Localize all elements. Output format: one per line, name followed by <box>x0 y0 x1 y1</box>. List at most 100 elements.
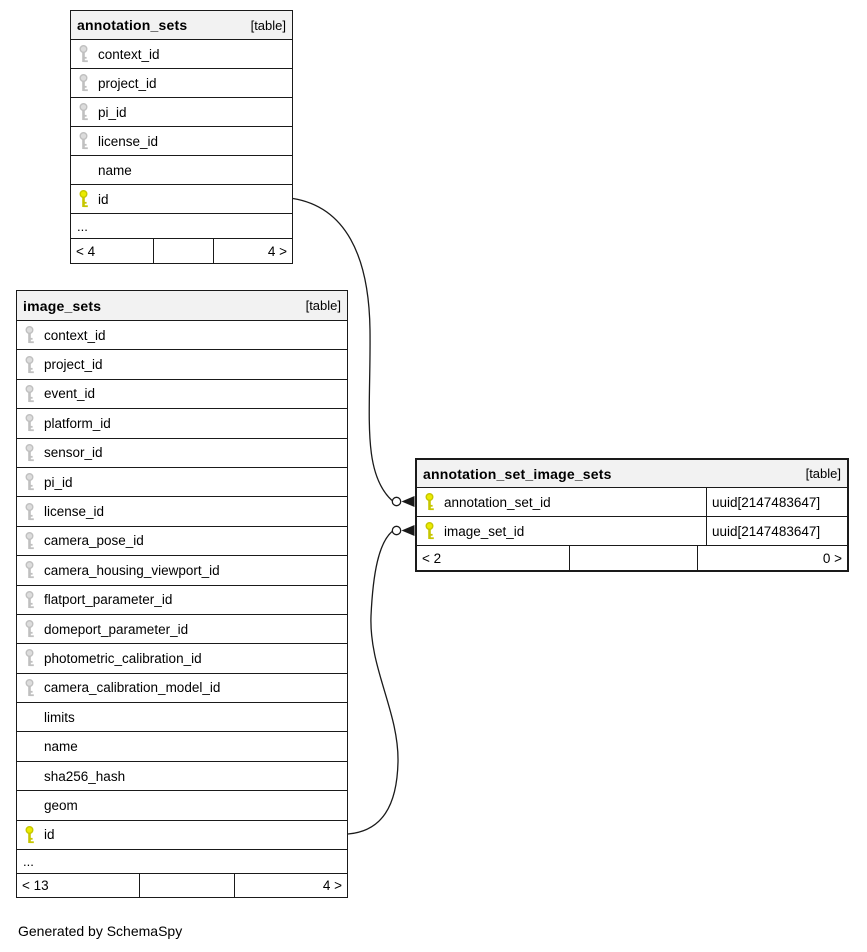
foreign-key-icon <box>17 326 44 344</box>
column-type: uuid[2147483647] <box>706 517 847 545</box>
foreign-key-icon <box>17 531 44 550</box>
column-row[interactable]: image_set_id uuid[2147483647] <box>417 516 847 545</box>
column-row[interactable]: sha256_hash <box>17 760 347 790</box>
foreign-key-icon <box>17 502 44 521</box>
foreign-key-icon <box>71 74 98 92</box>
column-name: sha256_hash <box>44 768 126 784</box>
primary-key-icon <box>71 190 98 208</box>
column-name: photometric_calibration_id <box>44 650 202 666</box>
footer-parents-count: 0 > <box>697 546 847 570</box>
foreign-key-icon <box>17 443 44 462</box>
column-row[interactable]: pi_id <box>17 466 347 496</box>
column-row[interactable]: geom <box>17 790 347 819</box>
column-name: name <box>44 739 78 755</box>
ellipsis-row[interactable]: ... <box>17 849 347 873</box>
footer-middle-cell <box>139 874 234 898</box>
column-row[interactable]: id <box>71 184 292 213</box>
foreign-key-icon <box>17 649 44 667</box>
foreign-key-icon <box>17 620 44 638</box>
column-name: limits <box>44 709 75 725</box>
column-row[interactable]: id <box>17 819 347 849</box>
foreign-key-icon <box>71 103 98 121</box>
column-name: image_set_id <box>444 523 525 539</box>
footer-parents-count: 4 > <box>234 874 347 898</box>
column-name: flatport_parameter_id <box>44 592 173 608</box>
foreign-key-icon <box>71 45 98 63</box>
foreign-key-icon <box>17 678 44 697</box>
generated-by-note: Generated by SchemaSpy <box>18 923 183 939</box>
foreign-key-icon <box>17 355 44 374</box>
foreign-key-icon <box>17 384 44 403</box>
footer-children-count: < 2 <box>422 550 442 566</box>
column-row[interactable]: limits <box>17 702 347 731</box>
column-name: sensor_id <box>44 445 103 461</box>
column-name: pi_id <box>44 474 73 490</box>
column-name: camera_calibration_model_id <box>44 680 221 696</box>
table-header[interactable]: annotation_sets [table] <box>71 11 292 39</box>
footer-middle-cell <box>569 546 697 570</box>
cardinality-circle <box>391 496 402 507</box>
column-type: uuid[2147483647] <box>706 488 847 516</box>
edge-image-sets-to-join-table <box>347 531 399 835</box>
column-name: event_id <box>44 386 96 402</box>
footer-parents-count: 4 > <box>213 239 292 263</box>
foreign-key-icon <box>17 414 44 432</box>
table-title: annotation_sets <box>77 17 188 33</box>
column-row[interactable]: context_id <box>17 320 347 349</box>
primary-key-icon <box>17 825 44 844</box>
primary-key-icon <box>417 522 444 540</box>
column-row[interactable]: annotation_set_id uuid[2147483647] <box>417 487 847 516</box>
column-row[interactable]: license_id <box>71 126 292 155</box>
column-row[interactable]: name <box>71 155 292 184</box>
column-name: context_id <box>44 327 106 343</box>
table-header[interactable]: image_sets [table] <box>17 291 347 320</box>
column-name: annotation_set_id <box>444 494 551 510</box>
column-row[interactable]: project_id <box>71 68 292 97</box>
cardinality-circle <box>391 525 402 536</box>
column-name: geom <box>44 797 78 813</box>
foreign-key-icon <box>17 473 44 491</box>
column-name: name <box>98 162 132 178</box>
footer-children-count: < 13 <box>22 878 49 894</box>
column-name: context_id <box>98 46 160 62</box>
column-row[interactable]: platform_id <box>17 408 347 437</box>
column-name: license_id <box>98 133 159 149</box>
column-row[interactable]: event_id <box>17 378 347 408</box>
table-type-badge: [table] <box>305 298 341 313</box>
table-title: image_sets <box>23 297 102 314</box>
column-row[interactable]: pi_id <box>71 97 292 126</box>
table-header[interactable]: annotation_set_image_sets [table] <box>417 460 847 487</box>
column-row[interactable]: camera_pose_id <box>17 525 347 555</box>
column-row[interactable]: camera_housing_viewport_id <box>17 555 347 584</box>
column-name: domeport_parameter_id <box>44 621 189 637</box>
foreign-key-icon <box>17 590 44 609</box>
table-footer: < 4 4 > <box>71 238 292 263</box>
column-name: project_id <box>98 75 157 91</box>
column-row[interactable]: photometric_calibration_id <box>17 643 347 672</box>
column-row[interactable]: flatport_parameter_id <box>17 584 347 614</box>
column-row[interactable]: sensor_id <box>17 437 347 467</box>
footer-children-count: < 4 <box>76 243 96 259</box>
table-type-badge: [table] <box>805 466 841 481</box>
column-row[interactable]: camera_calibration_model_id <box>17 672 347 702</box>
table-type-badge: [table] <box>250 17 286 33</box>
arrowhead-icon <box>401 525 415 536</box>
column-name: id <box>44 827 55 843</box>
column-row[interactable]: license_id <box>17 496 347 525</box>
column-row[interactable]: context_id <box>71 39 292 68</box>
ellipsis-row[interactable]: ... <box>71 213 292 238</box>
arrowhead-icon <box>401 496 415 507</box>
column-row[interactable]: name <box>17 731 347 760</box>
foreign-key-icon <box>71 132 98 150</box>
column-row[interactable]: project_id <box>17 349 347 378</box>
foreign-key-icon <box>17 561 44 579</box>
column-row[interactable]: domeport_parameter_id <box>17 613 347 643</box>
column-name: project_id <box>44 357 103 373</box>
column-name: camera_pose_id <box>44 533 144 549</box>
primary-key-icon <box>417 493 444 511</box>
